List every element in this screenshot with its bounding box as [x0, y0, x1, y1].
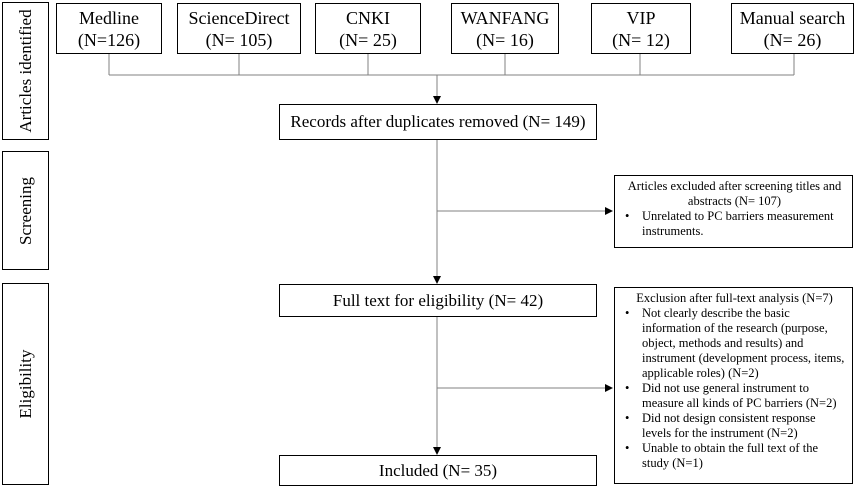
list-item: Unable to obtain the full text of the st… [623, 441, 846, 471]
source-name: ScienceDirect [188, 7, 290, 28]
full-text-text: Full text for eligibility (N= 42) [332, 290, 544, 310]
screening-exclusion-header: Articles excluded after screening titles… [627, 179, 842, 208]
phase-screening-label: Screening [15, 176, 35, 245]
phase-screening: Screening [2, 151, 49, 270]
source-name: Manual search [739, 7, 846, 28]
source-wanfang: WANFANG (N= 16) [451, 3, 559, 54]
source-count: (N= 105) [205, 29, 273, 50]
source-name: Medline [79, 7, 139, 28]
source-cnki: CNKI (N= 25) [315, 3, 421, 54]
source-name: CNKI [346, 7, 390, 28]
source-sciencedirect: ScienceDirect (N= 105) [177, 3, 301, 54]
list-item: Unrelated to PC barriers measurement ins… [623, 209, 846, 239]
screening-exclusion-list: Unrelated to PC barriers measurement ins… [623, 209, 846, 239]
source-name: WANFANG [460, 7, 550, 28]
records-after-duplicates-box: Records after duplicates removed (N= 149… [279, 104, 597, 140]
source-count: (N= 16) [476, 29, 534, 50]
full-text-box: Full text for eligibility (N= 42) [279, 284, 597, 317]
source-count: (N= 26) [763, 29, 822, 50]
list-item: Did not design consistent response level… [623, 411, 846, 441]
records-after-duplicates-text: Records after duplicates removed (N= 149… [290, 112, 586, 131]
source-count: (N= 12) [612, 29, 670, 50]
phase-identified: Articles identified [2, 2, 49, 140]
eligibility-exclusion-header: Exclusion after full-text analysis (N=7) [636, 291, 833, 305]
source-count: (N= 25) [339, 29, 397, 50]
phase-eligibility-label: Eligibility [15, 349, 35, 419]
eligibility-exclusion-box: Exclusion after full-text analysis (N=7)… [614, 287, 853, 484]
screening-exclusion-box: Articles excluded after screening titles… [614, 175, 853, 248]
phase-eligibility: Eligibility [2, 283, 49, 485]
list-item: Not clearly describe the basic informati… [623, 306, 846, 381]
source-merge-lines [108, 53, 795, 76]
eligibility-exclusion-list: Not clearly describe the basic informati… [623, 306, 846, 471]
source-count: (N=126) [77, 29, 141, 50]
included-text: Included (N= 35) [378, 460, 498, 480]
list-item: Did not use general instrument to measur… [623, 381, 846, 411]
included-box: Included (N= 35) [279, 455, 597, 486]
source-medline: Medline (N=126) [56, 3, 162, 54]
source-vip: VIP (N= 12) [591, 3, 691, 54]
flow-lines [433, 75, 613, 455]
source-name: VIP [626, 7, 656, 28]
phase-identified-label: Articles identified [15, 9, 35, 133]
source-manual-search: Manual search (N= 26) [731, 3, 854, 54]
